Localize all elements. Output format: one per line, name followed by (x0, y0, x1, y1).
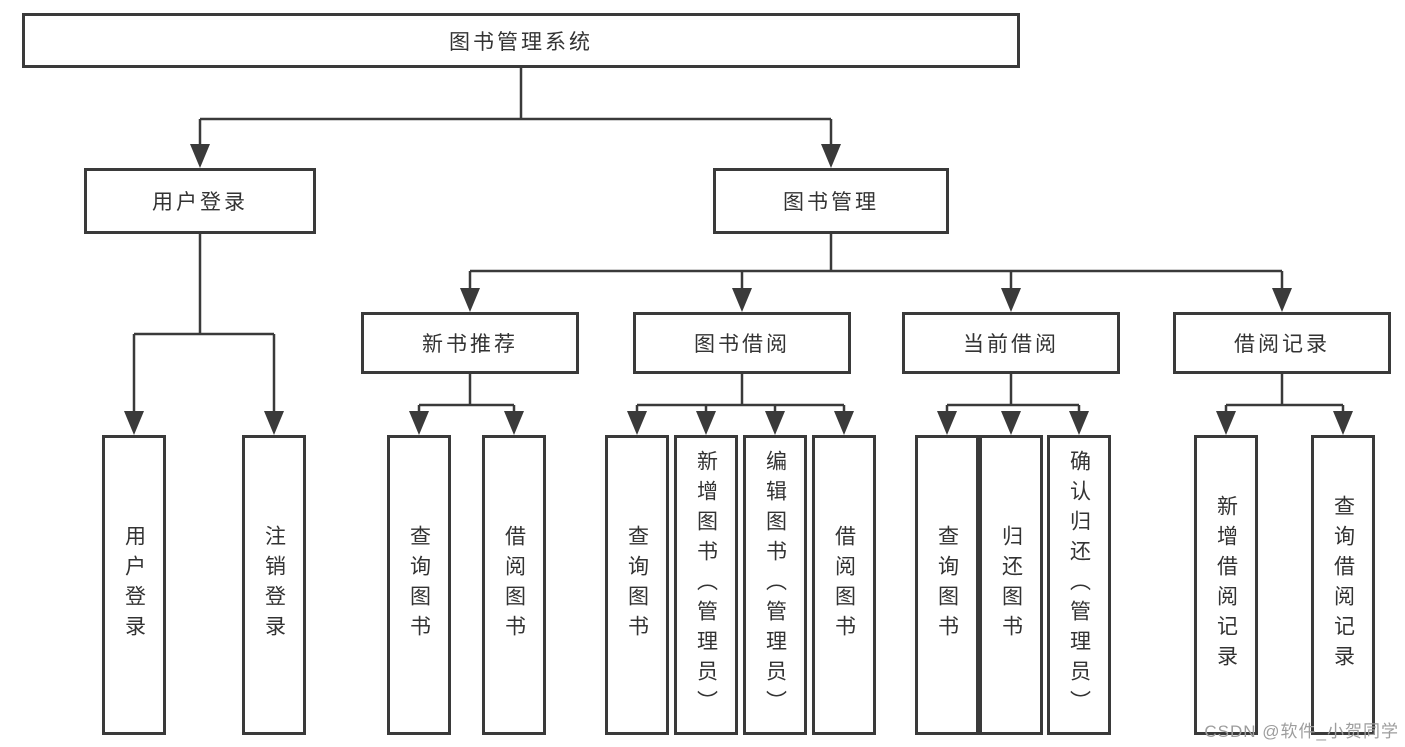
node-label-new-book-recommend: 新书推荐 (422, 333, 518, 356)
leaf-label-query-books-current: 查询图书 (935, 525, 959, 645)
node-new-book-recommend: 新书推荐 (361, 312, 579, 374)
leaf-label-add-books-admin: 新增图书（管理员） (694, 450, 718, 720)
leaf-edit-books-admin: 编辑图书（管理员） (743, 435, 807, 735)
leaf-logout: 注销登录 (242, 435, 306, 735)
csdn-watermark: CSDN @软件_小贺同学 (1204, 722, 1399, 741)
leaf-query-borrow-record: 查询借阅记录 (1311, 435, 1375, 735)
leaf-label-query-books-recommend: 查询图书 (407, 525, 431, 645)
leaf-add-books-admin: 新增图书（管理员） (674, 435, 738, 735)
leaf-label-query-books-borrow: 查询图书 (625, 525, 649, 645)
leaf-user-login: 用户登录 (102, 435, 166, 735)
leaf-label-add-borrow-record: 新增借阅记录 (1214, 495, 1238, 675)
leaf-label-borrow-books: 借阅图书 (832, 525, 856, 645)
leaf-query-books-recommend: 查询图书 (387, 435, 451, 735)
node-book-borrowing: 图书借阅 (633, 312, 851, 374)
node-user-login: 用户登录 (84, 168, 316, 234)
leaf-label-logout: 注销登录 (262, 525, 286, 645)
leaf-borrow-books: 借阅图书 (812, 435, 876, 735)
node-label-user-login: 用户登录 (152, 191, 248, 214)
leaf-query-books-current: 查询图书 (915, 435, 979, 735)
leaf-add-borrow-record: 新增借阅记录 (1194, 435, 1258, 735)
node-borrowing-records: 借阅记录 (1173, 312, 1391, 374)
node-label-library-system: 图书管理系统 (449, 30, 593, 54)
leaf-query-books-borrow: 查询图书 (605, 435, 669, 735)
leaf-borrow-books-recommend: 借阅图书 (482, 435, 546, 735)
leaf-confirm-return-admin: 确认归还（管理员） (1047, 435, 1111, 735)
node-label-book-borrowing: 图书借阅 (694, 333, 790, 356)
leaf-label-query-borrow-record: 查询借阅记录 (1331, 495, 1355, 675)
leaf-return-books: 归还图书 (979, 435, 1043, 735)
node-current-borrowing: 当前借阅 (902, 312, 1120, 374)
leaf-label-user-login: 用户登录 (122, 525, 146, 645)
node-label-book-management: 图书管理 (783, 191, 879, 214)
node-label-current-borrowing: 当前借阅 (963, 333, 1059, 356)
leaf-label-borrow-books-recommend: 借阅图书 (502, 525, 526, 645)
leaf-label-confirm-return-admin: 确认归还（管理员） (1067, 450, 1091, 720)
node-library-system: 图书管理系统 (22, 13, 1020, 68)
leaf-label-return-books: 归还图书 (999, 525, 1023, 645)
leaf-label-edit-books-admin: 编辑图书（管理员） (763, 450, 787, 720)
node-book-management: 图书管理 (713, 168, 949, 234)
node-label-borrowing-records: 借阅记录 (1234, 333, 1330, 356)
